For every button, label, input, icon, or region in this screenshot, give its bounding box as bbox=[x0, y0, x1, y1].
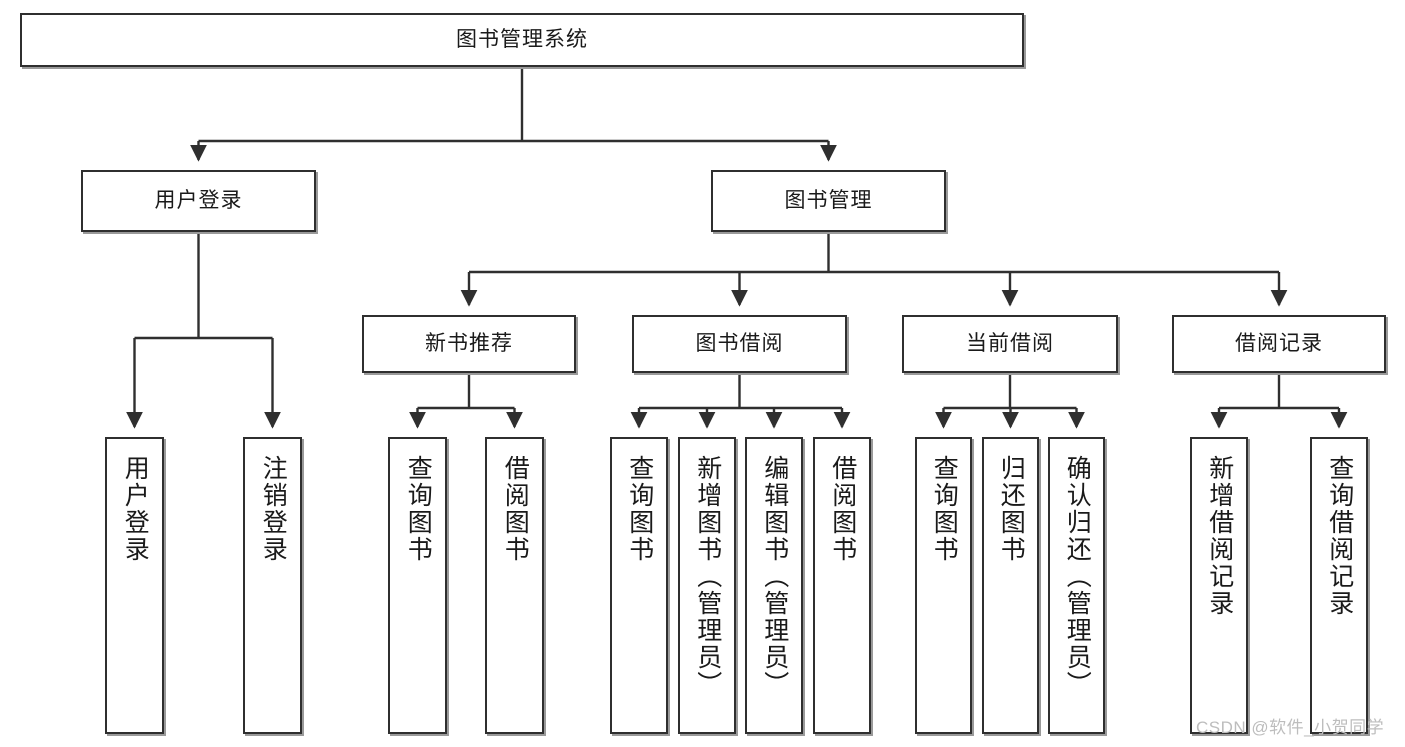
node-leaf-1[interactable]: 注销登录 bbox=[243, 437, 302, 734]
node-root[interactable]: 图书管理系统 bbox=[20, 13, 1024, 67]
node-leaf-5[interactable]: 新增图书（管理员） bbox=[678, 437, 736, 734]
node-level2-1[interactable]: 图书借阅 bbox=[632, 315, 847, 373]
node-label: 借阅记录 bbox=[1235, 332, 1323, 356]
node-label: 新书推荐 bbox=[425, 332, 513, 356]
node-level2-3[interactable]: 借阅记录 bbox=[1172, 315, 1386, 373]
node-label: 当前借阅 bbox=[966, 332, 1054, 356]
node-label: 用户登录 bbox=[121, 455, 150, 563]
node-label: 查询图书 bbox=[404, 455, 433, 563]
node-label: 新增借阅记录 bbox=[1205, 455, 1234, 617]
node-leaf-6[interactable]: 编辑图书（管理员） bbox=[745, 437, 803, 734]
node-label: 借阅图书 bbox=[828, 455, 857, 563]
node-label: 借阅图书 bbox=[501, 455, 530, 563]
node-label: 图书管理系统 bbox=[456, 28, 588, 52]
node-label: 确认归还（管理员） bbox=[1063, 455, 1092, 698]
node-level1-1[interactable]: 图书管理 bbox=[711, 170, 946, 232]
node-label: 查询图书 bbox=[930, 455, 959, 563]
node-level2-2[interactable]: 当前借阅 bbox=[902, 315, 1118, 373]
node-leaf-12[interactable]: 查询借阅记录 bbox=[1310, 437, 1368, 734]
node-leaf-3[interactable]: 借阅图书 bbox=[485, 437, 544, 734]
node-leaf-8[interactable]: 查询图书 bbox=[915, 437, 972, 734]
node-label: 查询借阅记录 bbox=[1325, 455, 1354, 617]
node-leaf-4[interactable]: 查询图书 bbox=[610, 437, 668, 734]
node-leaf-9[interactable]: 归还图书 bbox=[982, 437, 1039, 734]
node-leaf-2[interactable]: 查询图书 bbox=[388, 437, 447, 734]
node-leaf-7[interactable]: 借阅图书 bbox=[813, 437, 871, 734]
node-label: 图书借阅 bbox=[695, 332, 784, 356]
node-label: 新增图书（管理员） bbox=[693, 455, 722, 698]
node-level1-0[interactable]: 用户登录 bbox=[81, 170, 316, 232]
node-label: 图书管理 bbox=[784, 189, 873, 213]
node-level2-0[interactable]: 新书推荐 bbox=[362, 315, 576, 373]
node-leaf-0[interactable]: 用户登录 bbox=[105, 437, 164, 734]
node-leaf-10[interactable]: 确认归还（管理员） bbox=[1048, 437, 1105, 734]
node-label: 注销登录 bbox=[259, 455, 288, 563]
node-leaf-11[interactable]: 新增借阅记录 bbox=[1190, 437, 1248, 734]
node-label: 编辑图书（管理员） bbox=[760, 455, 789, 698]
node-label: 用户登录 bbox=[154, 189, 243, 213]
node-label: 查询图书 bbox=[625, 455, 654, 563]
csdn-watermark: CSDN @软件_小贺同学 bbox=[1196, 718, 1385, 737]
node-label: 归还图书 bbox=[997, 455, 1026, 563]
